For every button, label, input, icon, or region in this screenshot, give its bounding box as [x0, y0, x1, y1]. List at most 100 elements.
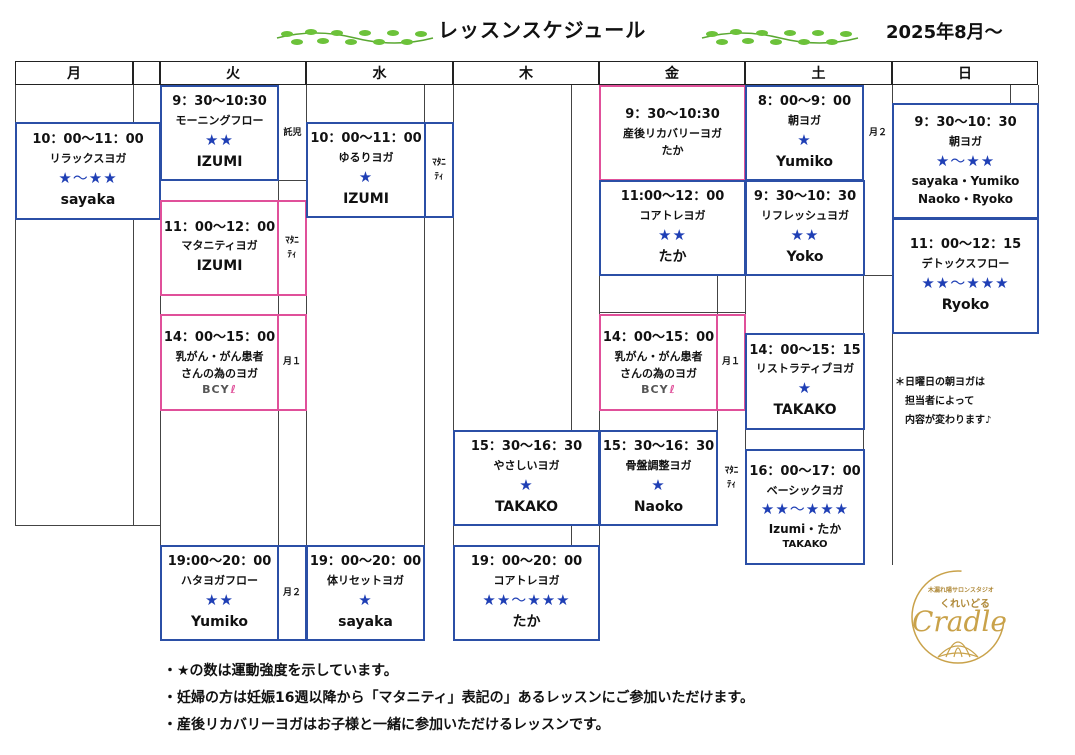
intensity-stars: ★★: [658, 225, 687, 244]
intensity-stars: ★: [358, 167, 374, 186]
lesson-sat-refresh[interactable]: 9：30～10：30 リフレッシュヨガ ★★ Yoko: [745, 180, 865, 276]
lesson-sun-morning[interactable]: 9：30～10：30 朝ヨガ ★～★★ sayaka・Yumiko Naoko・…: [892, 103, 1039, 219]
instructor: Naoko: [633, 498, 684, 515]
day-header-mon-sub: [133, 61, 160, 85]
instructor: たか: [512, 613, 541, 630]
cradle-logo-emblem: [911, 570, 1005, 664]
sunday-note-line: 内容が変わります♪: [905, 415, 992, 426]
note-monthly-2: 月２: [864, 85, 892, 181]
lesson-time: 15：30～16：30: [470, 439, 583, 455]
lesson-time: 11：00～12：00: [163, 219, 276, 235]
lesson-time: 9：30～10：30: [914, 115, 1017, 131]
instructor: sayaka: [338, 613, 393, 630]
lesson-time: 8：00～9：00: [757, 94, 852, 110]
logo-kana: くれいどる: [940, 599, 990, 610]
sunday-note-line: ＊日曜日の朝ヨガは: [895, 377, 985, 388]
lesson-time: 9：30～10：30: [753, 189, 857, 205]
lesson-name: リストラティブヨガ: [755, 362, 855, 376]
leaf-garland-right: [701, 29, 859, 45]
lesson-time: 15：30～16：30: [602, 439, 715, 455]
lesson-thu-core[interactable]: 19：00～20：00 コアトレヨガ ★★～★★★ たか: [453, 545, 600, 641]
instructor: Yumiko: [190, 613, 249, 630]
lesson-sun-detox[interactable]: 11：00～12：15 デトックスフロー ★★～★★★ Ryoko: [892, 218, 1039, 334]
intensity-stars: ★～★★: [58, 168, 118, 187]
instructor: たか: [661, 144, 684, 158]
footer-note-postnatal: ・産後リカバリーヨガはお子様と一緒に参加いただけるレッスンです。: [163, 717, 610, 733]
lesson-time: 14：00～15：15: [749, 342, 861, 358]
lesson-tue-bcy[interactable]: 14：00～15：00 乳がん・がん患者 さんの為のヨガ BCYℓ: [160, 314, 279, 411]
footer-note-stars: ・★の数は運動強度を示しています。: [163, 663, 398, 679]
lesson-fri-postnatal[interactable]: 9：30～10:30 産後リカバリーヨガ たか: [599, 85, 746, 181]
lesson-mon-relax[interactable]: 10：00～11：00 リラックスヨガ ★～★★ sayaka: [15, 122, 161, 220]
intensity-stars: ★★～★★★: [921, 273, 1010, 292]
intensity-stars: ★★: [790, 225, 820, 244]
lesson-name: ハタヨガフロー: [181, 573, 258, 587]
lesson-time: 11：00～12：15: [909, 237, 1022, 253]
lesson-name: リフレッシュヨガ: [761, 208, 849, 222]
day-header-fri: 金: [599, 61, 745, 85]
lesson-time: 10：00～11：00: [32, 132, 144, 148]
instructor-2: TAKAKO: [782, 539, 828, 551]
lesson-name: モーニングフロー: [175, 113, 264, 127]
note-maternity: ﾏﾀﾆﾃｨ: [424, 122, 454, 218]
lesson-name: 体リセットヨガ: [327, 573, 404, 587]
lesson-sat-morning[interactable]: 8：00～9：00 朝ヨガ ★ Yumiko: [745, 85, 864, 181]
instructor: TAKAKO: [773, 402, 837, 419]
lesson-time: 19:00～20：00: [167, 554, 272, 570]
intensity-stars: ★★: [205, 590, 234, 609]
intensity-stars: ★★～★★★: [760, 500, 850, 519]
day-header-sat: 土: [745, 61, 892, 85]
sunday-note: ＊日曜日の朝ヨガは 担当者によって 内容が変わります♪: [895, 373, 991, 430]
lesson-fri-bcy[interactable]: 14：00～15：00 乳がん・がん患者 さんの為のヨガ BCYℓ: [599, 314, 718, 411]
note-monthly: 月１: [277, 314, 307, 411]
lesson-name: ゆるりヨガ: [338, 150, 394, 164]
note-text: 託児: [283, 127, 302, 138]
lesson-thu-gentle[interactable]: 15：30～16：30 やさしいヨガ ★ TAKAKO: [453, 430, 600, 526]
lesson-tue-maternity[interactable]: 11：00～12：00 マタニティヨガ IZUMI: [160, 200, 279, 296]
lesson-wed-yururi[interactable]: 10：00～11：00 ゆるりヨガ ★ IZUMI: [306, 122, 426, 218]
instructor: IZUMI: [343, 190, 389, 207]
note-childcare: 託児: [279, 85, 306, 181]
lesson-name: 乳がん・がん患者: [175, 349, 264, 363]
intensity-stars: ★: [797, 379, 813, 398]
grid-line: [133, 85, 134, 525]
lesson-name: リラックスヨガ: [49, 151, 127, 165]
sunday-note-line: 担当者によって: [905, 396, 975, 407]
grid-line: [424, 85, 425, 641]
grid-line: [571, 85, 572, 641]
day-header-wed: 水: [306, 61, 453, 85]
lesson-name: 朝ヨガ: [788, 113, 821, 127]
lesson-wed-reset[interactable]: 19：00～20：00 体リセットヨガ ★ sayaka: [306, 545, 425, 641]
lesson-fri-pelvis[interactable]: 15：30～16：30 骨盤調整ヨガ ★ Naoko: [599, 430, 718, 526]
maternity-label: ﾏﾀﾆﾃｨ: [285, 235, 299, 260]
instructor-2: Naoko・Ryoko: [918, 191, 1013, 206]
lesson-fri-core[interactable]: 11:00～12：00 コアトレヨガ ★★ たか: [599, 180, 746, 276]
note-maternity: ﾏﾀﾆﾃｨ: [277, 200, 307, 296]
intensity-stars: ★～★★: [935, 151, 996, 170]
lesson-time: 11:00～12：00: [620, 189, 725, 205]
lesson-name: 朝ヨガ: [949, 135, 982, 149]
lesson-name-line2: さんの為のヨガ: [620, 367, 697, 381]
bcy-logo: BCYℓ: [641, 383, 676, 397]
lesson-sat-restorative[interactable]: 14：00～15：15 リストラティブヨガ ★ TAKAKO: [745, 333, 865, 430]
intensity-stars: ★★: [205, 130, 234, 149]
lesson-sat-basic[interactable]: 16：00～17：00 ベーシックヨガ ★★～★★★ Izumi・たか TAKA…: [745, 449, 865, 565]
intensity-stars: ★: [358, 590, 373, 609]
grid-line: [599, 312, 745, 313]
lesson-time: 9：30～10:30: [172, 94, 267, 110]
instructor: Ryoko: [941, 296, 990, 313]
lesson-name: やさしいヨガ: [493, 458, 560, 472]
logo-name: Cradle: [912, 605, 1007, 638]
lesson-name: 乳がん・がん患者: [614, 349, 703, 363]
intensity-stars: ★: [797, 130, 812, 149]
day-header-thu: 木: [453, 61, 599, 85]
bcy-logo: BCYℓ: [202, 383, 237, 397]
instructor: IZUMI: [196, 258, 243, 275]
lesson-name: デトックスフロー: [921, 256, 1010, 270]
lesson-name: 産後リカバリーヨガ: [623, 126, 722, 140]
grid-line: [863, 85, 864, 565]
lesson-tue-hatha[interactable]: 19:00～20：00 ハタヨガフロー ★★ Yumiko: [160, 545, 279, 641]
lesson-name-line2: さんの為のヨガ: [181, 367, 258, 381]
leaf-garland-left: [276, 29, 434, 45]
lesson-tue-morning-flow[interactable]: 9：30～10:30 モーニングフロー ★★ IZUMI: [160, 85, 279, 181]
